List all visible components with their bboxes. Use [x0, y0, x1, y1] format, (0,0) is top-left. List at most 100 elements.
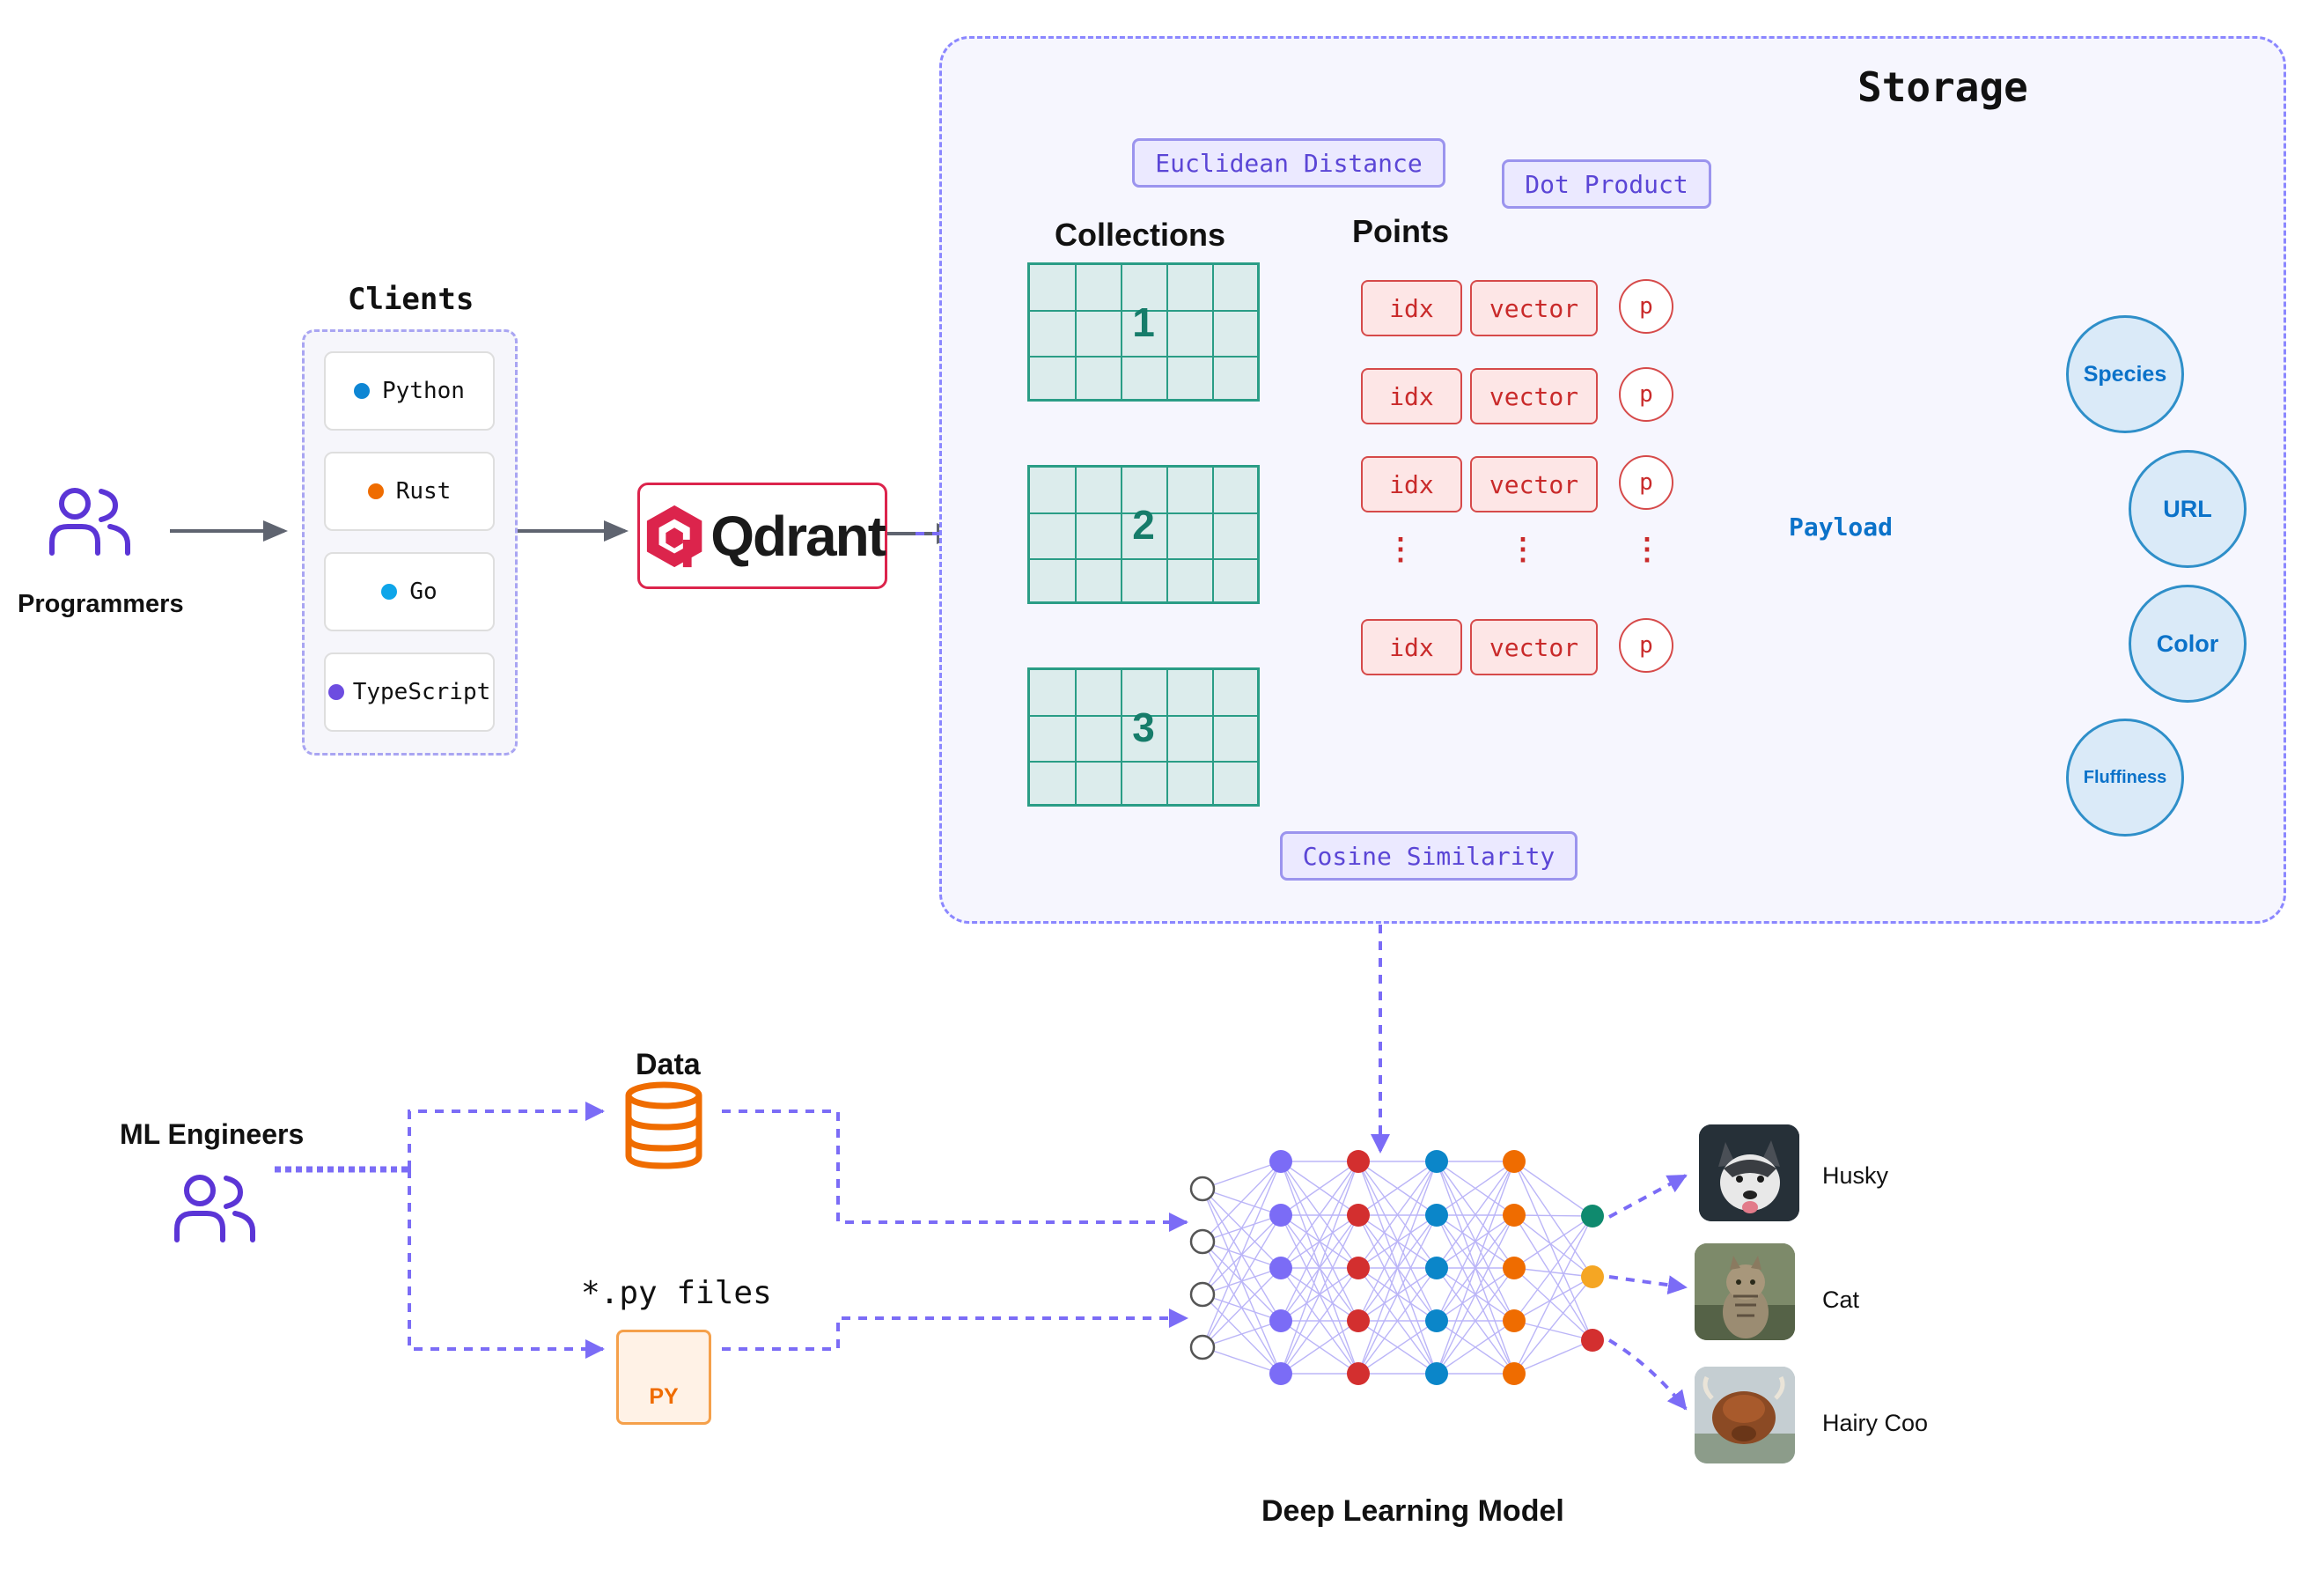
nn-link — [1202, 1161, 1282, 1295]
ellipsis: ⋮ — [1508, 533, 1538, 566]
payload-label: Payload — [1789, 512, 1894, 542]
nn-link — [1202, 1161, 1282, 1348]
collection-grid — [1030, 265, 1257, 399]
nn-link — [1513, 1320, 1593, 1341]
nn-link — [1357, 1161, 1438, 1375]
nn-link — [1280, 1267, 1359, 1375]
point-vector: vector — [1470, 280, 1598, 336]
data-title: Data — [636, 1048, 701, 1081]
nn-link — [1436, 1214, 1515, 1375]
points-title: Points — [1352, 213, 1450, 249]
nn-link — [1357, 1161, 1438, 1269]
nn-link — [1513, 1214, 1593, 1217]
nn-link — [1513, 1161, 1593, 1278]
client-label: Rust — [395, 478, 452, 505]
nn-hidden-node — [1503, 1362, 1526, 1385]
payload-field-color: Color — [2129, 585, 2247, 703]
nn-link — [1513, 1215, 1593, 1375]
nn-hidden-node — [1347, 1257, 1370, 1279]
nn-link — [1513, 1267, 1593, 1341]
nn-link — [1202, 1214, 1282, 1348]
nn-link — [1436, 1161, 1515, 1216]
collection-grid — [1030, 670, 1257, 804]
nn-hidden-node — [1347, 1309, 1370, 1332]
client-typescript[interactable]: TypeScript — [324, 652, 495, 732]
point-vector: vector — [1470, 619, 1598, 675]
nn-link — [1513, 1161, 1593, 1217]
qdrant-icon — [646, 505, 702, 567]
nn-link — [1202, 1267, 1282, 1348]
nn-link — [1357, 1267, 1438, 1375]
nn-input-node — [1189, 1334, 1216, 1360]
nn-link — [1513, 1214, 1593, 1278]
point-payload: p — [1619, 618, 1673, 673]
nn-hidden-node — [1425, 1309, 1448, 1332]
payload-field-species: Species — [2066, 315, 2184, 433]
cosine-similarity-badge: Cosine Similarity — [1280, 831, 1578, 881]
collection-3[interactable]: 3 — [1027, 667, 1260, 807]
euclidean-distance-badge: Euclidean Distance — [1132, 138, 1445, 188]
storage-title: Storage — [1857, 63, 2028, 111]
nn-link — [1436, 1267, 1515, 1375]
nn-hidden-node — [1425, 1204, 1448, 1227]
programmers-icon — [48, 486, 132, 561]
nn-hidden-node — [1269, 1257, 1292, 1279]
collection-2[interactable]: 2 — [1027, 465, 1260, 604]
point-idx: idx — [1361, 619, 1462, 675]
nn-link — [1357, 1161, 1438, 1322]
py-file-icon: PY — [616, 1330, 711, 1425]
qdrant-logo[interactable]: Qdrant — [637, 483, 887, 589]
client-go[interactable]: Go — [324, 552, 495, 631]
py-file-label: PY — [649, 1384, 679, 1409]
nn-input-node — [1189, 1281, 1216, 1308]
nn-link — [1436, 1161, 1515, 1269]
point-payload: p — [1619, 367, 1673, 422]
point-payload: p — [1619, 279, 1673, 334]
collection-1[interactable]: 1 — [1027, 262, 1260, 402]
point-idx: idx — [1361, 280, 1462, 336]
nn-link — [1357, 1214, 1438, 1375]
qdrant-wordmark: Qdrant — [710, 504, 886, 568]
nn-hidden-node — [1269, 1362, 1292, 1385]
nn-link — [1513, 1215, 1593, 1322]
nn-link — [1357, 1161, 1438, 1216]
nn-hidden-node — [1347, 1204, 1370, 1227]
py-files-title: *.py files — [581, 1275, 772, 1311]
nn-link — [1513, 1215, 1593, 1269]
collection-number: 2 — [1132, 502, 1155, 548]
nn-link — [1513, 1276, 1593, 1375]
typescript-dot-icon — [327, 684, 344, 700]
model-title: Deep Learning Model — [1261, 1494, 1564, 1528]
nn-link — [1280, 1161, 1359, 1375]
husky-image — [1699, 1124, 1799, 1221]
nn-output-node — [1581, 1205, 1604, 1227]
neural-network — [1189, 1150, 1604, 1385]
nn-hidden-node — [1269, 1150, 1292, 1173]
nn-link — [1280, 1214, 1359, 1375]
collection-grid — [1030, 468, 1257, 601]
nn-link — [1202, 1161, 1282, 1242]
nn-link — [1513, 1214, 1593, 1341]
nn-hidden-node — [1503, 1257, 1526, 1279]
ml-engineers-label: ML Engineers — [120, 1118, 305, 1150]
dot-product-badge: Dot Product — [1502, 159, 1711, 209]
client-rust[interactable]: Rust — [324, 452, 495, 531]
ellipsis: ⋮ — [1632, 533, 1662, 566]
output-label-cat: Cat — [1822, 1286, 1860, 1313]
nn-hidden-node — [1269, 1204, 1292, 1227]
payload-field-fluffiness: Fluffiness — [2066, 719, 2184, 837]
cat-image — [1695, 1243, 1795, 1340]
programmers-label: Programmers — [18, 590, 184, 618]
nn-hidden-node — [1269, 1309, 1292, 1332]
nn-link — [1436, 1161, 1515, 1322]
nn-link — [1436, 1161, 1515, 1375]
client-python[interactable]: Python — [324, 351, 495, 431]
nn-hidden-node — [1347, 1150, 1370, 1173]
point-vector: vector — [1470, 456, 1598, 512]
nn-hidden-node — [1425, 1362, 1448, 1385]
nn-input-node — [1189, 1228, 1216, 1255]
client-label: TypeScript — [352, 679, 491, 705]
nn-link — [1280, 1161, 1359, 1216]
point-vector: vector — [1470, 368, 1598, 424]
nn-hidden-node — [1347, 1362, 1370, 1385]
